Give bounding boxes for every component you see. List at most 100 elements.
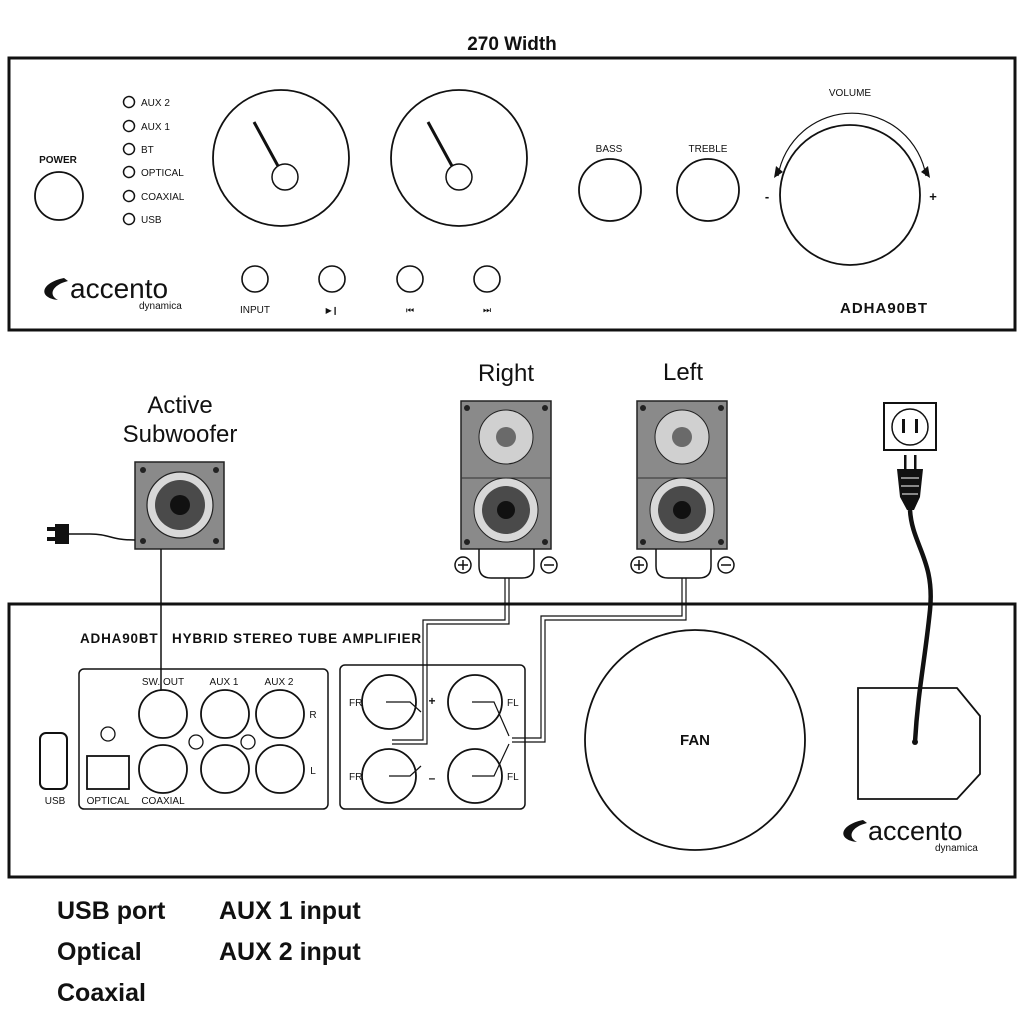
brand-logo-rear: accento dynamica — [843, 816, 978, 854]
active-subwoofer — [134, 461, 225, 550]
legend-item-optical: Optical — [57, 938, 142, 966]
aux2-r-jack[interactable] — [255, 689, 305, 739]
legend-item-coaxial: Coaxial — [57, 979, 146, 1007]
sw-out-label: SW. OUT — [142, 677, 184, 688]
volume-arc-arrowhead-left — [774, 166, 783, 178]
model-label-front: ADHA90BT — [840, 300, 928, 317]
previous-button[interactable] — [396, 265, 424, 293]
left-speaker-cable-end — [472, 701, 510, 777]
play-pause-icon: ▶❙ — [326, 306, 339, 315]
left-speaker-cable — [512, 578, 687, 743]
previous-icon: ⏮ — [406, 305, 414, 315]
aux1-l-jack[interactable] — [200, 744, 250, 794]
source-led-aux2 — [122, 95, 136, 109]
power-cord — [907, 509, 933, 743]
terminal-minus-sign: – — [429, 771, 436, 785]
fan-label: FAN — [680, 732, 710, 749]
mount-screw — [188, 734, 204, 750]
subwoofer-label-line2: Subwoofer — [123, 421, 238, 448]
bass-label: BASS — [596, 144, 623, 155]
source-label-bt: BT — [141, 145, 154, 156]
subwoofer-label-line1: Active — [147, 392, 212, 419]
fl-plus-label: FL — [507, 698, 519, 709]
source-label-aux1: AUX 1 — [141, 122, 170, 133]
brand-swoosh-icon — [44, 278, 68, 300]
power-inlet[interactable] — [857, 687, 981, 800]
volume-arc-arrowhead-right — [921, 166, 930, 178]
aux2-label: AUX 2 — [265, 677, 294, 688]
treble-knob[interactable] — [676, 158, 740, 222]
volume-minus: - — [765, 189, 769, 204]
rear-panel-title: ADHA90BT HYBRID STEREO TUBE AMPLIFIER — [80, 631, 422, 646]
optical-port[interactable] — [86, 755, 130, 790]
meter-pivot — [271, 163, 299, 191]
sw-out-jack[interactable] — [138, 689, 188, 739]
volume-knob[interactable] — [779, 124, 921, 266]
left-speaker-label: Left — [663, 359, 703, 386]
subwoofer-power-plug-icon — [47, 524, 136, 544]
brand-subtitle: dynamica — [935, 843, 978, 854]
optical-label: OPTICAL — [87, 796, 130, 807]
channel-r-label: R — [309, 710, 316, 721]
meter-pivot — [445, 163, 473, 191]
bass-knob[interactable] — [578, 158, 642, 222]
source-led-coaxial — [122, 189, 136, 203]
source-label-aux2: AUX 2 — [141, 98, 170, 109]
source-label-coaxial: COAXIAL — [141, 192, 185, 203]
usb-port-label: USB — [45, 796, 66, 807]
mount-screw — [240, 734, 256, 750]
play-pause-button[interactable] — [318, 265, 346, 293]
channel-l-label: L — [310, 766, 316, 777]
next-icon: ⏭ — [483, 305, 491, 315]
fan-grille — [584, 629, 806, 851]
aux1-label: AUX 1 — [210, 677, 239, 688]
volume-arc-arrow — [777, 112, 927, 177]
right-speaker — [460, 400, 552, 550]
next-button[interactable] — [473, 265, 501, 293]
brand-name: accento — [70, 273, 168, 304]
treble-label: TREBLE — [689, 144, 728, 155]
left-speaker-terminals — [630, 549, 735, 579]
right-speaker-cable — [392, 578, 510, 745]
volume-plus: + — [929, 189, 937, 204]
power-plug-icon — [897, 455, 923, 510]
terminal-plus-sign: + — [428, 694, 435, 708]
aux2-l-jack[interactable] — [255, 744, 305, 794]
source-led-bt — [122, 142, 136, 156]
fr-plus-label: FR — [349, 698, 362, 709]
legend-item-usb-port: USB port — [57, 897, 166, 925]
coaxial-jack[interactable] — [138, 744, 188, 794]
coaxial-label: COAXIAL — [141, 796, 185, 807]
legend-item-aux2-input: AUX 2 input — [219, 938, 361, 966]
power-label: POWER — [39, 155, 78, 166]
aux1-r-jack[interactable] — [200, 689, 250, 739]
vu-meter-right — [390, 89, 528, 227]
power-button[interactable] — [34, 171, 84, 221]
source-label-usb: USB — [141, 215, 162, 226]
volume-label: VOLUME — [829, 88, 872, 99]
fr-minus-label: FR — [349, 772, 362, 783]
source-led-usb — [122, 212, 136, 226]
power-cord-end — [912, 739, 918, 745]
brand-subtitle: dynamica — [139, 301, 182, 312]
wall-outlet-icon — [883, 402, 937, 451]
brand-name: accento — [868, 816, 963, 846]
source-led-aux1 — [122, 119, 136, 133]
legend-col1: USB port Optical Coaxial — [57, 891, 165, 1014]
usb-port[interactable] — [39, 732, 68, 790]
ground-screw — [100, 726, 116, 742]
fl-minus-label: FL — [507, 772, 519, 783]
source-led-optical — [122, 165, 136, 179]
source-label-optical: OPTICAL — [141, 168, 184, 179]
legend-item-aux1-input: AUX 1 input — [219, 897, 361, 925]
right-speaker-label: Right — [478, 360, 534, 387]
vu-meter-left — [212, 89, 350, 227]
width-label: 270 Width — [467, 34, 557, 55]
right-speaker-terminals — [454, 549, 558, 579]
input-label: INPUT — [240, 305, 270, 316]
input-button[interactable] — [241, 265, 269, 293]
source-indicators: AUX 2 AUX 1 BT OPTICAL COAXIAL USB — [122, 95, 185, 226]
brand-logo-front: accento dynamica — [44, 273, 182, 312]
right-speaker-cable-end — [386, 701, 422, 777]
